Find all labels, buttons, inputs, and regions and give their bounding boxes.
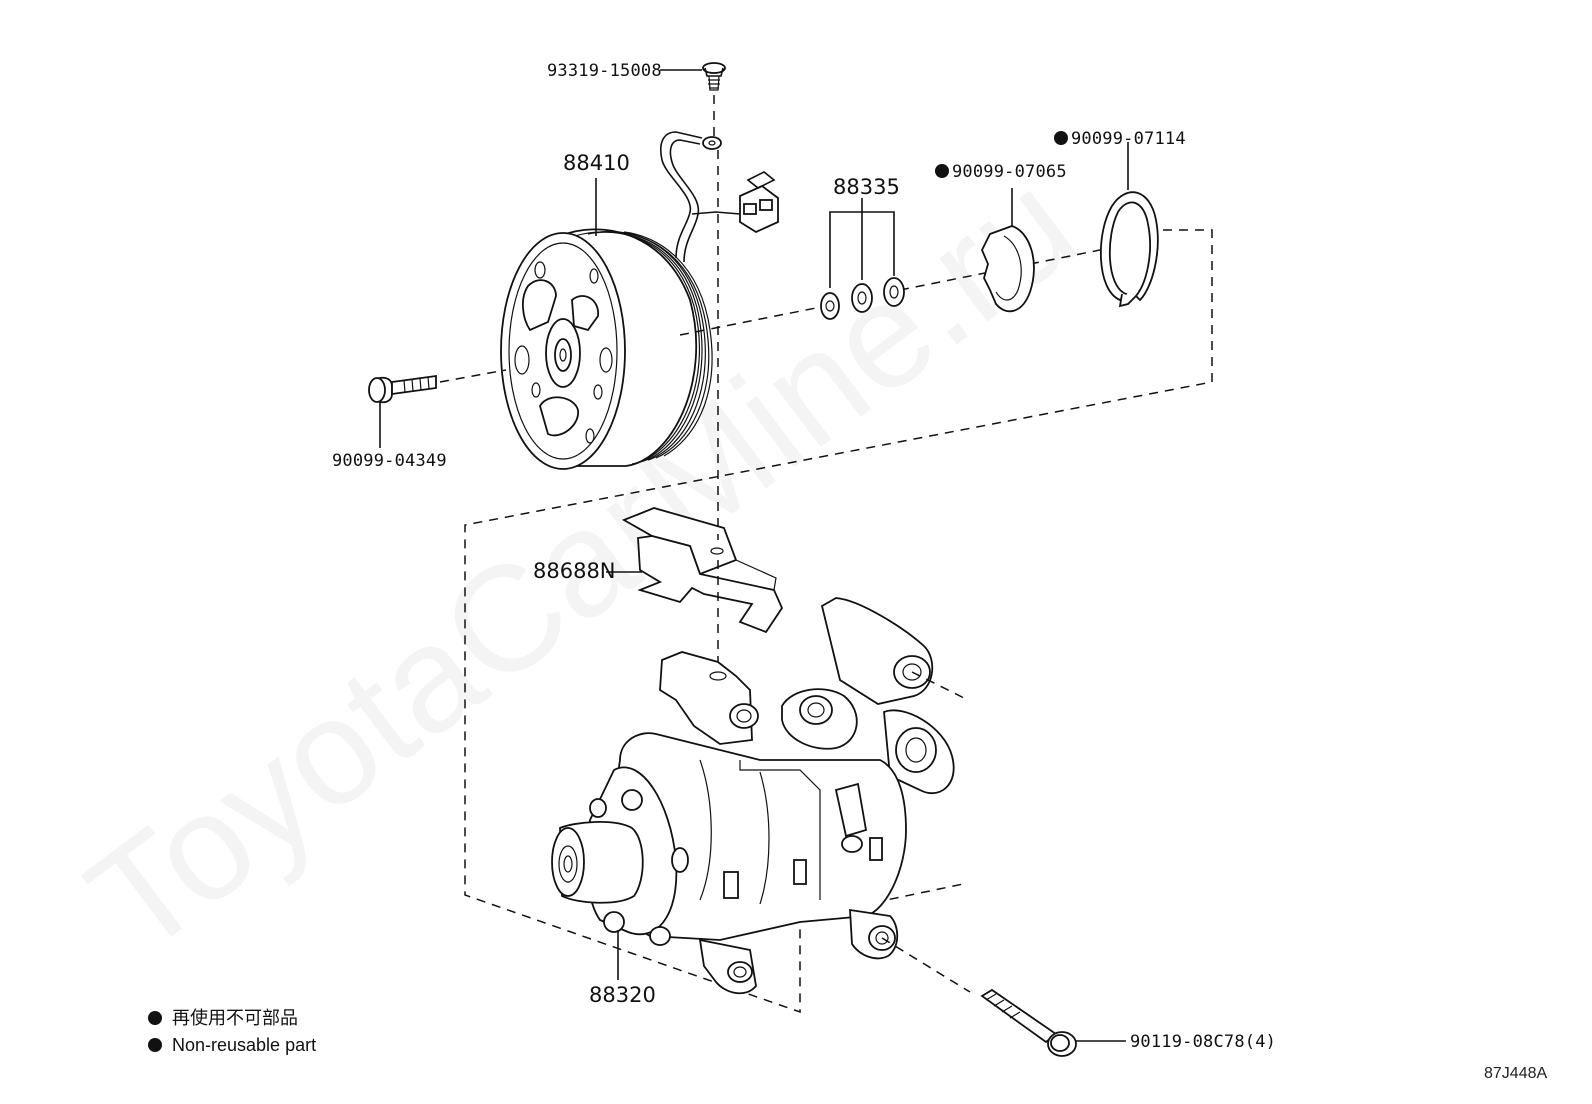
non-reusable-bullet-icon <box>1054 131 1068 145</box>
snap-ring-90099-07065[interactable] <box>981 188 1035 313</box>
bracket-88688N[interactable] <box>621 507 784 634</box>
snap-ring-90099-07114[interactable] <box>1099 142 1159 308</box>
ring-axis-line <box>1029 249 1101 265</box>
shims-88335[interactable] <box>820 198 905 320</box>
label-88320: 88320 <box>589 983 656 1007</box>
leader-lines <box>379 69 702 573</box>
compressor-assembly-88320[interactable] <box>551 597 971 995</box>
screw-93319-15008[interactable] <box>702 62 726 140</box>
label-88410: 88410 <box>563 151 630 175</box>
magnet-clutch-pulley-88410[interactable] <box>500 228 713 470</box>
label-90099-04349: 90099-04349 <box>332 451 447 471</box>
label-90119-08C78: 90119-08C78(4) <box>1130 1032 1276 1052</box>
mount-bolt-90119-08C78[interactable] <box>980 988 1126 1057</box>
label-93319-15008: 93319-15008 <box>547 61 662 81</box>
legend-bullet-icon <box>148 1038 162 1052</box>
label-88335: 88335 <box>833 175 900 199</box>
legend: 再使用不可部品 Non-reusable part <box>148 1008 316 1055</box>
figure-code: 87J448A <box>1484 1065 1547 1082</box>
legend-line-en: Non-reusable part <box>172 1035 316 1055</box>
pulley-axis-line <box>679 305 827 336</box>
center-bolt-90099-04349[interactable] <box>368 369 507 404</box>
assembly-outline <box>464 229 1213 1014</box>
legend-line-jp: 再使用不可部品 <box>172 1008 298 1028</box>
legend-bullet-icon <box>148 1011 162 1025</box>
non-reusable-bullet-icon <box>935 164 949 178</box>
label-88688N: 88688N <box>533 559 616 583</box>
label-90099-07065: 90099-07065 <box>952 162 1067 182</box>
label-90099-07114: 90099-07114 <box>1071 129 1186 149</box>
clutch-wire-harness <box>660 131 779 263</box>
